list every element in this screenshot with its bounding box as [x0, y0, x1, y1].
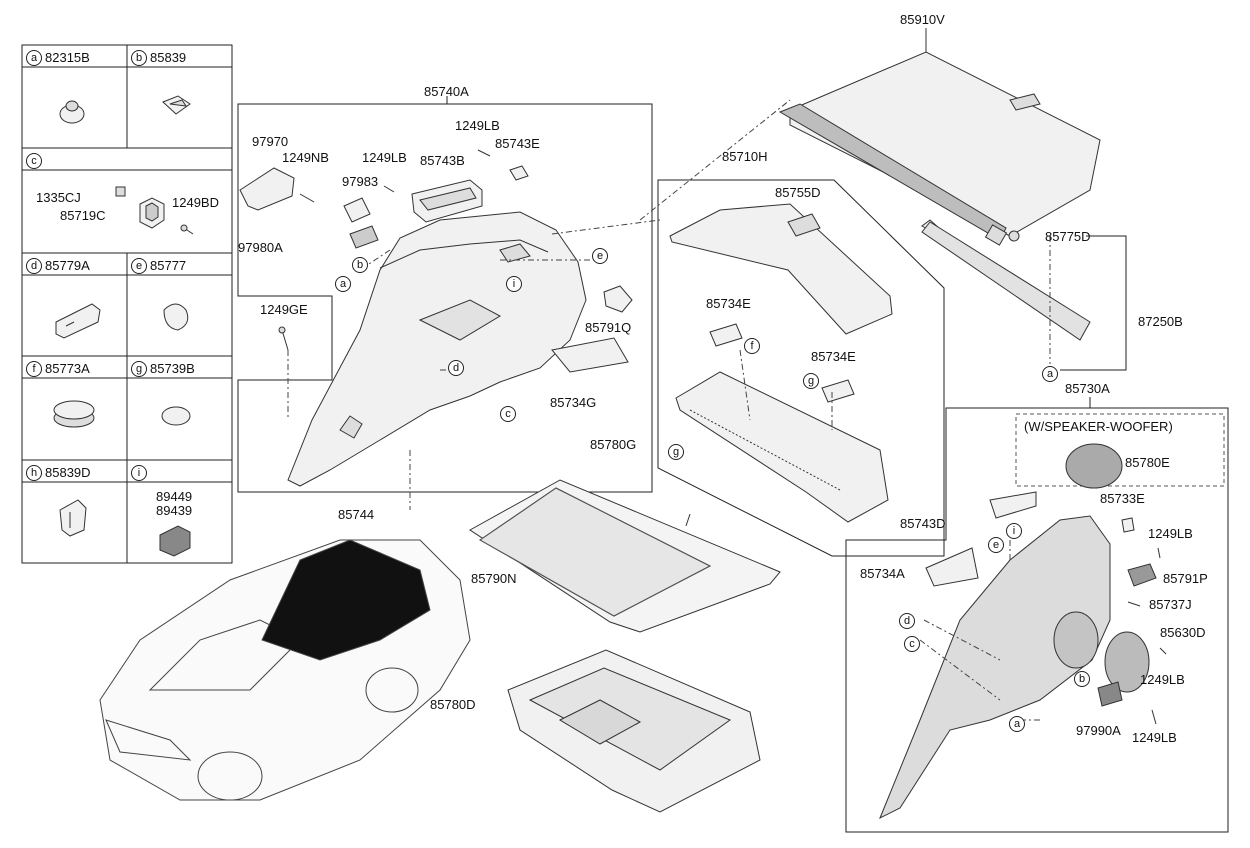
label-97990a: 97990A: [1076, 723, 1121, 738]
callout-b-legend: b: [131, 50, 147, 66]
label-85733e: 85733E: [1100, 491, 1145, 506]
cargo-cover-sketch: [778, 28, 1101, 246]
callout-i-right: i: [1006, 523, 1022, 539]
luggage-tray-sketch: [507, 649, 761, 813]
label-85910v: 85910V: [900, 12, 945, 27]
label-85737j: 85737J: [1149, 597, 1192, 612]
callout-i-left: i: [506, 276, 522, 292]
label-85744: 85744: [338, 507, 375, 522]
label-1249ge: 1249GE: [260, 302, 308, 317]
label-1249lb-d: 1249LB: [1140, 672, 1185, 687]
label-87250b: 87250B: [1138, 314, 1183, 329]
callout-h-legend: h: [26, 465, 42, 481]
box-right-title: 85730A: [1065, 381, 1110, 396]
legend-c-part-3: 1249BD: [172, 195, 219, 210]
label-85790n: 85790N: [471, 571, 517, 586]
label-85743b: 85743B: [420, 153, 465, 168]
legend-part-b: 85839: [150, 50, 187, 65]
legend-c-part-1: 1335CJ: [36, 190, 81, 205]
callout-a-legend: a: [26, 50, 42, 66]
quarter-trim-right-sketch: [879, 443, 1167, 820]
legend-i-part-1: 89449: [156, 489, 193, 504]
callout-g-legend: g: [131, 361, 147, 377]
legend-part-g: 85739B: [150, 361, 195, 376]
cargo-net-sketch: [469, 479, 781, 633]
woofer-note: (W/SPEAKER-WOOFER): [1024, 419, 1173, 434]
label-85630d: 85630D: [1160, 625, 1206, 640]
box-middle-title: 85710H: [722, 149, 768, 164]
luggage-board-sketch: [669, 203, 893, 523]
callout-a-right: a: [1009, 716, 1025, 732]
vehicle-silhouette: [99, 539, 471, 801]
callout-c-legend: c: [26, 153, 42, 169]
callout-e-left: e: [592, 248, 608, 264]
legend-c-part-2: 85719C: [60, 208, 106, 223]
box-85740a-outline: [237, 103, 653, 493]
legend-part-h: 85839D: [45, 465, 91, 480]
callout-d-legend: d: [26, 258, 42, 274]
callout-c-right: c: [904, 636, 920, 652]
callout-b-left: b: [352, 257, 368, 273]
scuff-plate-sketch: [921, 219, 1091, 341]
label-97983: 97983: [342, 174, 379, 189]
label-85791q: 85791Q: [585, 320, 632, 335]
label-85755d: 85755D: [775, 185, 821, 200]
label-1249lb-a: 1249LB: [362, 150, 407, 165]
legend-part-sketches: [53, 95, 194, 557]
callout-f-middle: f: [744, 338, 760, 354]
box-85730a-outline: [845, 407, 1229, 833]
callout-d-left: d: [448, 360, 464, 376]
legend-table: [21, 44, 233, 564]
callout-i-legend: i: [131, 465, 147, 481]
callout-e-right: e: [988, 537, 1004, 553]
callout-g-middle-a: g: [803, 373, 819, 389]
label-1249lb-c: 1249LB: [1148, 526, 1193, 541]
legend-i-part-2: 89439: [156, 503, 193, 518]
callout-e-legend: e: [131, 258, 147, 274]
label-85734a: 85734A: [860, 566, 905, 581]
label-85775d: 85775D: [1045, 229, 1091, 244]
label-85734e-a: 85734E: [706, 296, 751, 311]
label-85734e-b: 85734E: [811, 349, 856, 364]
label-85780d: 85780D: [430, 697, 476, 712]
callout-b-right: b: [1074, 671, 1090, 687]
callout-a-scuff: a: [1042, 366, 1058, 382]
label-85780e: 85780E: [1125, 455, 1170, 470]
box-85710h-outline: [657, 179, 945, 557]
label-85734g: 85734G: [550, 395, 597, 410]
label-1249nb: 1249NB: [282, 150, 329, 165]
box-left-title: 85740A: [424, 84, 469, 99]
label-1249lb-b: 1249LB: [455, 118, 500, 133]
label-85743e: 85743E: [495, 136, 540, 151]
label-97970: 97970: [252, 134, 289, 149]
label-1249lb-e: 1249LB: [1132, 730, 1177, 745]
callout-c-left: c: [500, 406, 516, 422]
legend-part-d: 85779A: [45, 258, 90, 273]
callout-f-legend: f: [26, 361, 42, 377]
callout-g-middle-b: g: [668, 444, 684, 460]
callout-a-left: a: [335, 276, 351, 292]
bracket-87250b: [1060, 235, 1127, 371]
label-85743d: 85743D: [900, 516, 946, 531]
legend-part-f: 85773A: [45, 361, 90, 376]
label-85780g: 85780G: [590, 437, 637, 452]
legend-part-a: 82315B: [45, 50, 90, 65]
callout-d-right: d: [899, 613, 915, 629]
quarter-trim-left-sketch: [239, 149, 633, 487]
legend-part-e: 85777: [150, 258, 187, 273]
label-85791p: 85791P: [1163, 571, 1208, 586]
label-97980a: 97980A: [238, 240, 283, 255]
